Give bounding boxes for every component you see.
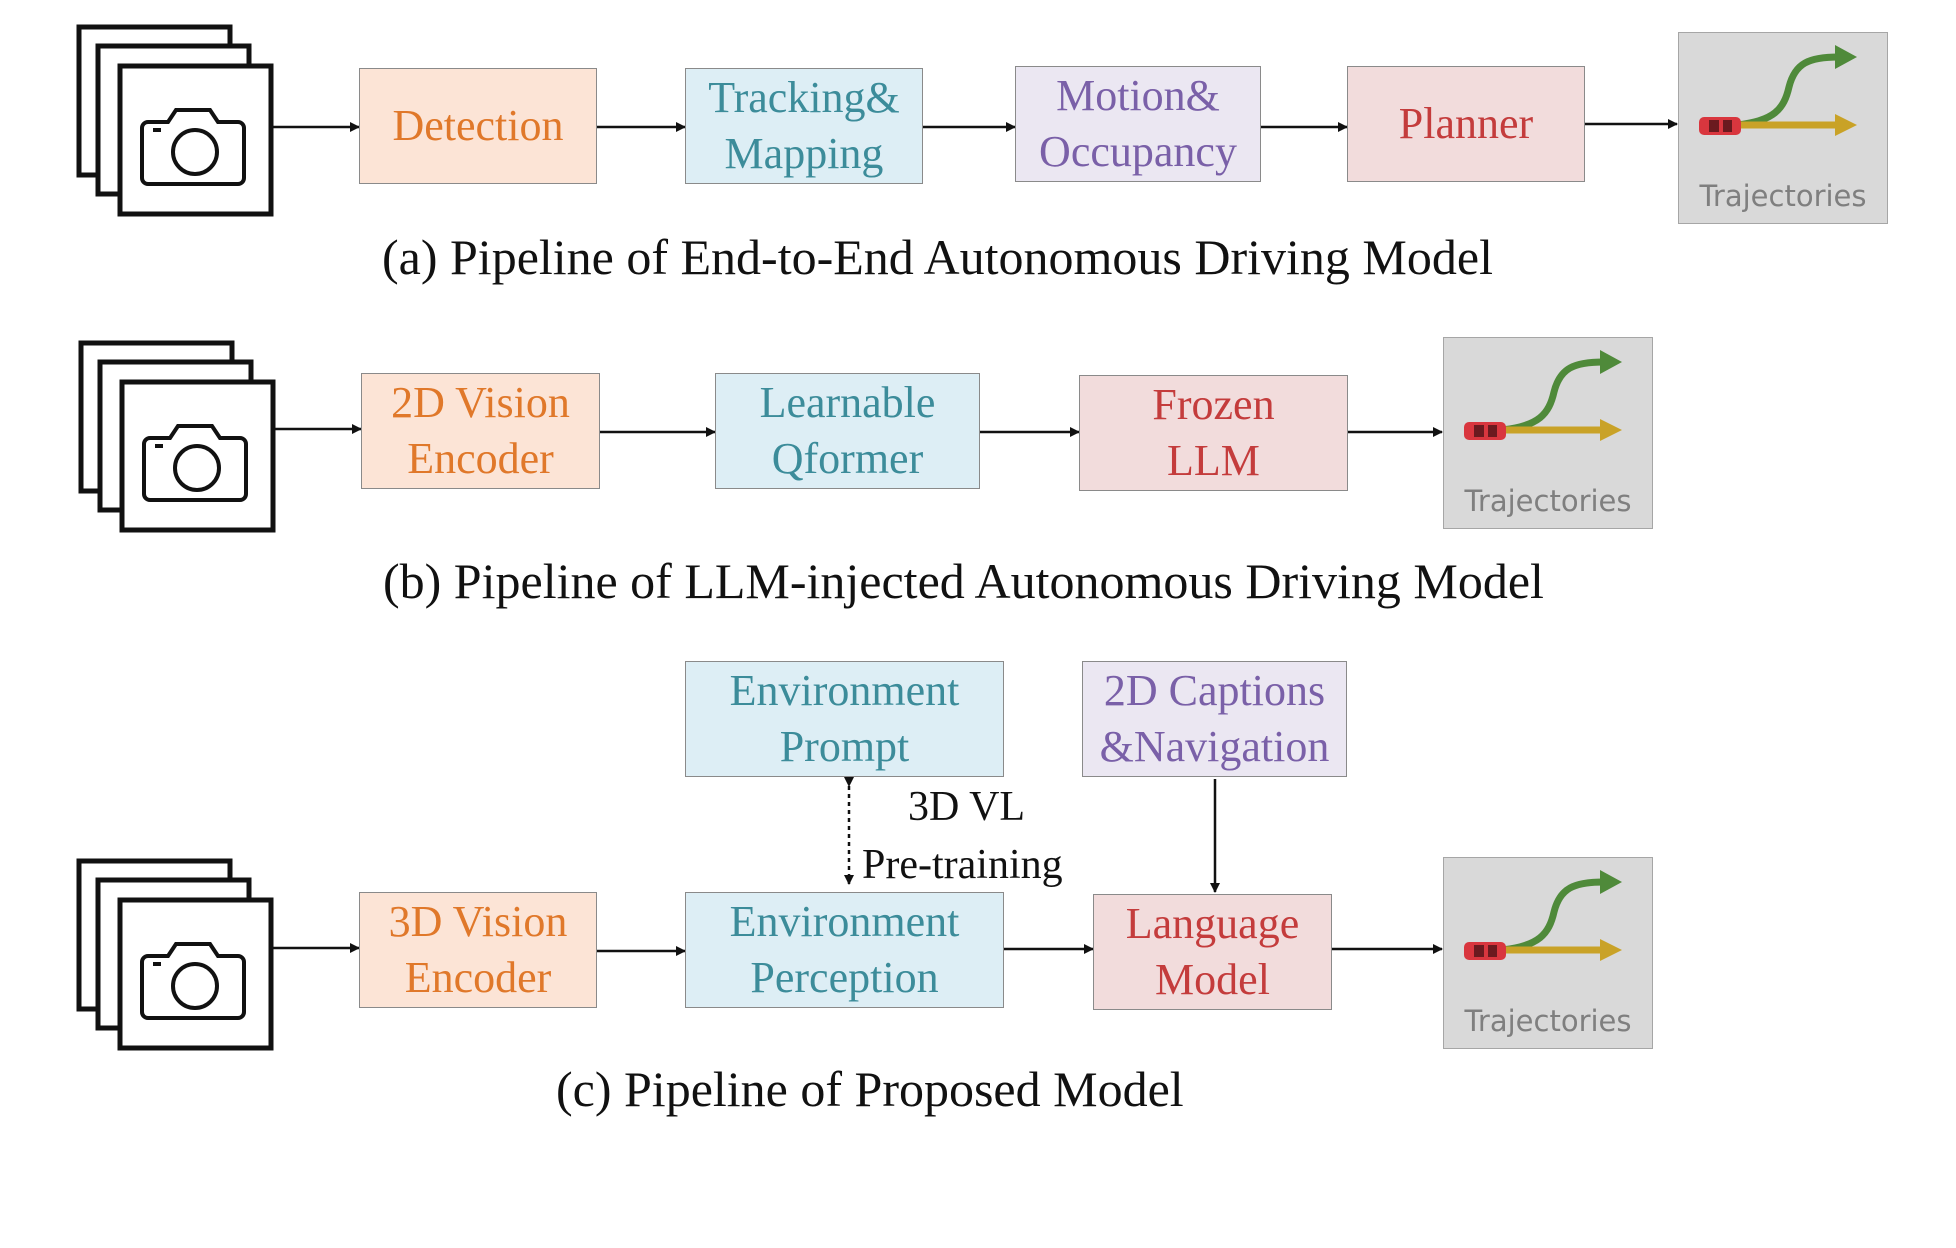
environment-prompt-box: Environment Prompt xyxy=(685,661,1004,777)
car-icon xyxy=(1464,942,1506,960)
environment-perception-box: Environment Perception xyxy=(685,892,1004,1008)
camera-stack-icon xyxy=(76,24,274,217)
camera-stack-icon xyxy=(76,858,274,1051)
qformer-line2: Qformer xyxy=(771,434,924,483)
caption-a: (a) Pipeline of End-to-End Autonomous Dr… xyxy=(382,229,1493,285)
language-model-line2: Model xyxy=(1155,955,1270,1004)
captions-navigation-box: 2D Captions &Navigation xyxy=(1082,661,1347,777)
trajectory-arrow-icon xyxy=(1464,350,1622,441)
motion-occupancy-box: Motion& Occupancy xyxy=(1015,66,1261,182)
trajectories-panel: Trajectories xyxy=(1443,337,1653,529)
car-icon xyxy=(1464,422,1506,440)
3d-vision-encoder-box: 3D Vision Encoder xyxy=(359,892,597,1008)
captions-line1: 2D Captions xyxy=(1103,666,1326,715)
pretraining-label: 3D VL Pre-training xyxy=(862,778,1063,894)
trajectories-label: Trajectories xyxy=(1464,484,1632,518)
trajectories-panel: Trajectories xyxy=(1678,32,1888,224)
car-icon xyxy=(1699,117,1741,135)
planner-box: Planner xyxy=(1347,66,1585,182)
learnable-qformer-box: Learnable Qformer xyxy=(715,373,980,489)
motion-label-line1: Motion& xyxy=(1056,71,1220,120)
language-model-box: Language Model xyxy=(1093,894,1332,1010)
2d-vision-encoder-box: 2D Vision Encoder xyxy=(361,373,600,489)
motion-label-line2: Occupancy xyxy=(1039,127,1237,176)
detection-box: Detection xyxy=(359,68,597,184)
3d-encoder-line2: Encoder xyxy=(404,953,552,1002)
env-prompt-line2: Prompt xyxy=(779,722,910,771)
3d-encoder-line1: 3D Vision xyxy=(388,897,568,946)
qformer-line1: Learnable xyxy=(759,378,936,427)
caption-c: (c) Pipeline of Proposed Model xyxy=(556,1061,1184,1117)
trajectories-label: Trajectories xyxy=(1699,179,1867,213)
2d-encoder-line2: Encoder xyxy=(407,434,554,483)
tracking-mapping-box: Tracking& Mapping xyxy=(685,68,923,184)
tracking-label-line1: Tracking& xyxy=(708,73,900,122)
trajectories-panel: Trajectories xyxy=(1443,857,1653,1049)
2d-encoder-line1: 2D Vision xyxy=(391,378,570,427)
env-perception-line1: Environment xyxy=(729,897,960,946)
pretraining-line1: 3D VL xyxy=(908,784,1026,830)
camera-stack-icon xyxy=(78,340,276,533)
planner-label: Planner xyxy=(1398,99,1534,148)
frozen-llm-box: Frozen LLM xyxy=(1079,375,1348,491)
pretraining-line2: Pre-training xyxy=(862,842,1063,888)
captions-line2: &Navigation xyxy=(1099,722,1330,771)
trajectory-arrow-icon xyxy=(1699,45,1857,136)
trajectory-arrow-icon xyxy=(1464,870,1622,961)
env-prompt-line1: Environment xyxy=(729,666,960,715)
llm-line2: LLM xyxy=(1167,436,1260,485)
language-model-line1: Language xyxy=(1125,899,1300,948)
caption-b: (b) Pipeline of LLM-injected Autonomous … xyxy=(383,553,1544,609)
tracking-label-line2: Mapping xyxy=(724,129,884,178)
env-perception-line2: Perception xyxy=(750,953,939,1002)
llm-line1: Frozen xyxy=(1152,380,1275,429)
detection-label: Detection xyxy=(392,101,564,150)
trajectories-label: Trajectories xyxy=(1464,1004,1632,1038)
